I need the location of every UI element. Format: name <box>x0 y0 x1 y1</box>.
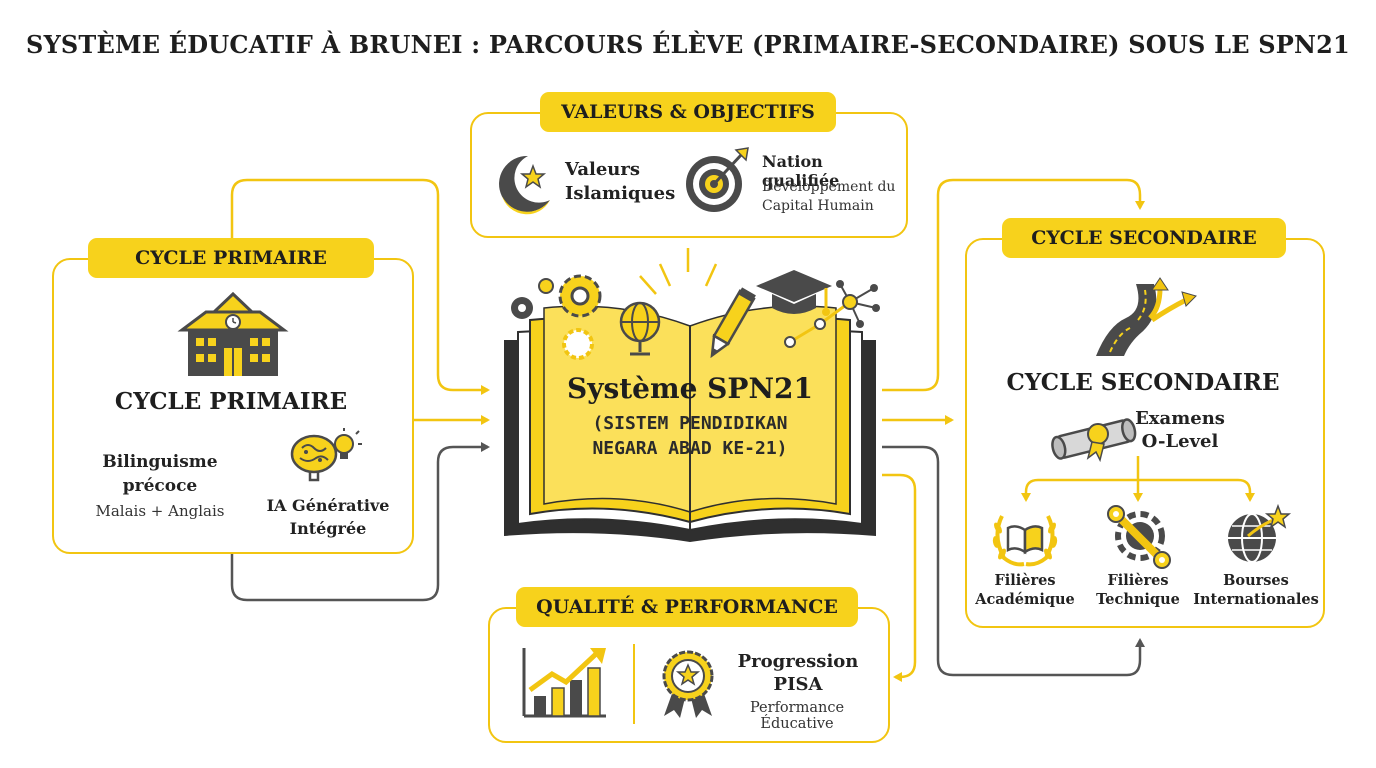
arrow-center-to-secondary-bottom <box>882 445 1145 677</box>
nation-desc: Développement du Capital Humain <box>762 179 896 214</box>
primary-tag: CYCLE PRIMAIRE <box>88 238 374 278</box>
secondary-tag: CYCLE SECONDAIRE <box>1002 218 1286 258</box>
values-tag: VALEURS & OBJECTIFS <box>540 92 836 132</box>
growth-chart-icon <box>522 648 606 718</box>
laurel-book-icon <box>992 515 1058 567</box>
bilingual-label: Bilinguisme précoce <box>102 452 218 496</box>
quality-tag: QUALITÉ & PERFORMANCE <box>516 587 858 627</box>
brain-bulb-icon <box>290 428 362 482</box>
path-academique-2: Académique <box>975 591 1075 608</box>
road-arrows-icon <box>1096 277 1197 356</box>
pisa-desc: Performance Éducative <box>749 700 845 732</box>
globe-star-icon <box>1228 503 1292 563</box>
diploma-icon <box>1051 418 1137 463</box>
crescent-star-icon <box>499 155 550 215</box>
nation-label: Nation qualifiée <box>762 152 840 190</box>
arrow-values-to-center <box>230 178 490 395</box>
page-title: SYSTÈME ÉDUCATIF À BRUNEI : PARCOURS ÉLÈ… <box>26 30 1350 59</box>
pisa-line-1: Progression <box>737 651 859 672</box>
arrow-primary-feedback <box>230 442 490 602</box>
spn21-subtitle-2: NEGARA ABAD KE-21) <box>592 438 788 459</box>
spn21-title: Système SPN21 <box>566 372 814 405</box>
wrench-gear-icon <box>1107 505 1171 569</box>
primary-heading: CYCLE PRIMAIRE <box>114 388 348 415</box>
medal-icon <box>662 650 714 718</box>
path-bourses-1: Bourses <box>1223 572 1289 589</box>
quality-divider <box>633 644 635 724</box>
branching-arrows <box>1021 456 1255 502</box>
gear-icon <box>511 274 602 360</box>
exam-line-2: O-Level <box>1141 431 1219 452</box>
arrow-center-to-quality <box>882 473 917 682</box>
book-icon <box>504 248 876 542</box>
arrow-center-to-secondary-top <box>882 178 1145 392</box>
bilingual-desc: Malais + Anglais <box>95 502 225 520</box>
islam-label: Valeurs Islamiques <box>565 159 676 204</box>
path-bourses-2: Internationales <box>1193 591 1319 608</box>
exam-line-1: Examens <box>1135 408 1225 429</box>
path-technique-2: Technique <box>1096 591 1180 608</box>
network-icon <box>784 280 880 348</box>
secondary-heading: CYCLE SECONDAIRE <box>1006 369 1280 396</box>
spn21-subtitle-1: (SISTEM PENDIDIKAN <box>592 413 788 434</box>
pencil-icon <box>710 287 756 359</box>
path-technique-1: Filières <box>1107 572 1169 589</box>
path-academique-1: Filières <box>994 572 1056 589</box>
target-icon <box>686 147 749 212</box>
school-building-icon <box>177 291 289 376</box>
ai-label: IA Générative Intégrée <box>266 496 390 538</box>
pisa-line-2: PISA <box>773 674 823 695</box>
graduation-cap-icon <box>756 270 832 316</box>
globe-icon <box>619 301 661 356</box>
